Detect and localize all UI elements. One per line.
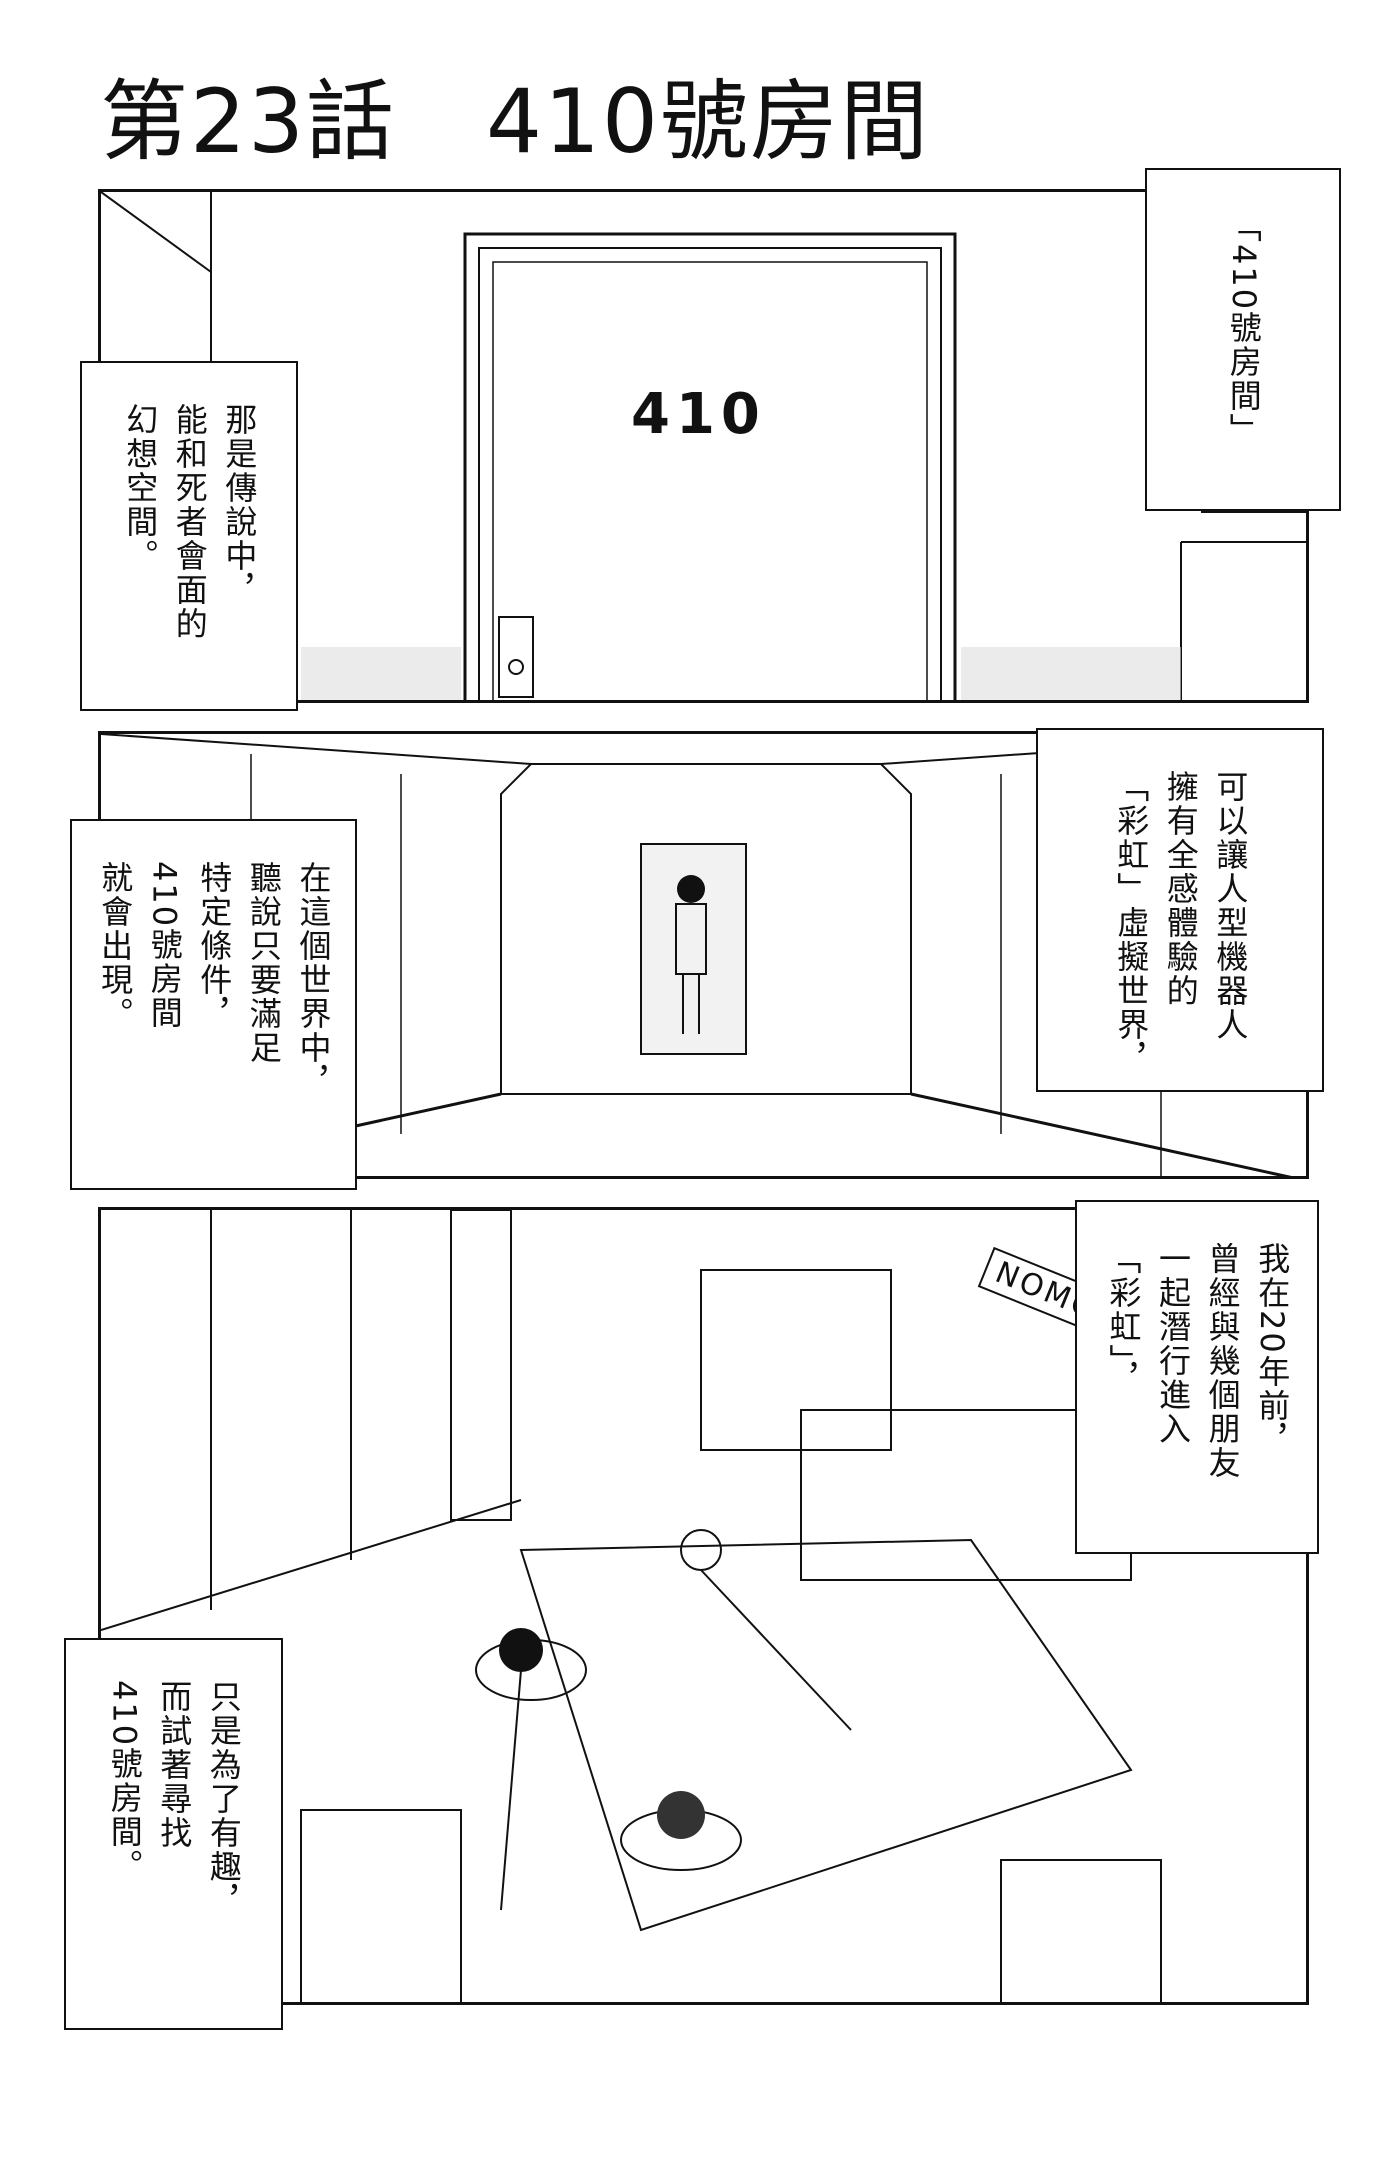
- door-number: 410: [631, 382, 766, 447]
- panel-room: NOMO: [98, 1207, 1309, 2005]
- chapter-title: 第23話 410號房間: [100, 70, 930, 173]
- caption-text: 在這個世界中， 聽說只要滿足 特定條件， 410號房間 就會出現。: [96, 861, 333, 1099]
- caption-for-fun: 只是為了有趣， 而試著尋找 410號房間。: [64, 1638, 283, 2030]
- caption-twenty-years: 我在20年前， 曾經與幾個朋友 一起潛行進入 「彩虹」，: [1075, 1200, 1319, 1554]
- caption-text: 可以讓人型機器人 擁有全感體驗的 「彩虹」虛擬世界，: [1112, 770, 1250, 1076]
- caption-410-room: 「410號房間」: [1145, 168, 1341, 511]
- caption-legend: 那是傳說中， 能和死者會面的 幻想空間。: [80, 361, 298, 711]
- caption-rainbow-world: 可以讓人型機器人 擁有全感體驗的 「彩虹」虛擬世界，: [1036, 728, 1324, 1092]
- door-illustration: [101, 192, 1306, 700]
- panel-door: 410: [98, 189, 1309, 703]
- caption-text: 我在20年前， 曾經與幾個朋友 一起潛行進入 「彩虹」，: [1104, 1242, 1292, 1480]
- caption-conditions: 在這個世界中， 聽說只要滿足 特定條件， 410號房間 就會出現。: [70, 819, 357, 1190]
- caption-text: 只是為了有趣， 而試著尋找 410號房間。: [105, 1680, 243, 1918]
- room-illustration: [101, 1210, 1162, 2002]
- caption-text: 那是傳說中， 能和死者會面的 幻想空間。: [121, 403, 259, 641]
- caption-text: 「410號房間」: [1224, 210, 1263, 448]
